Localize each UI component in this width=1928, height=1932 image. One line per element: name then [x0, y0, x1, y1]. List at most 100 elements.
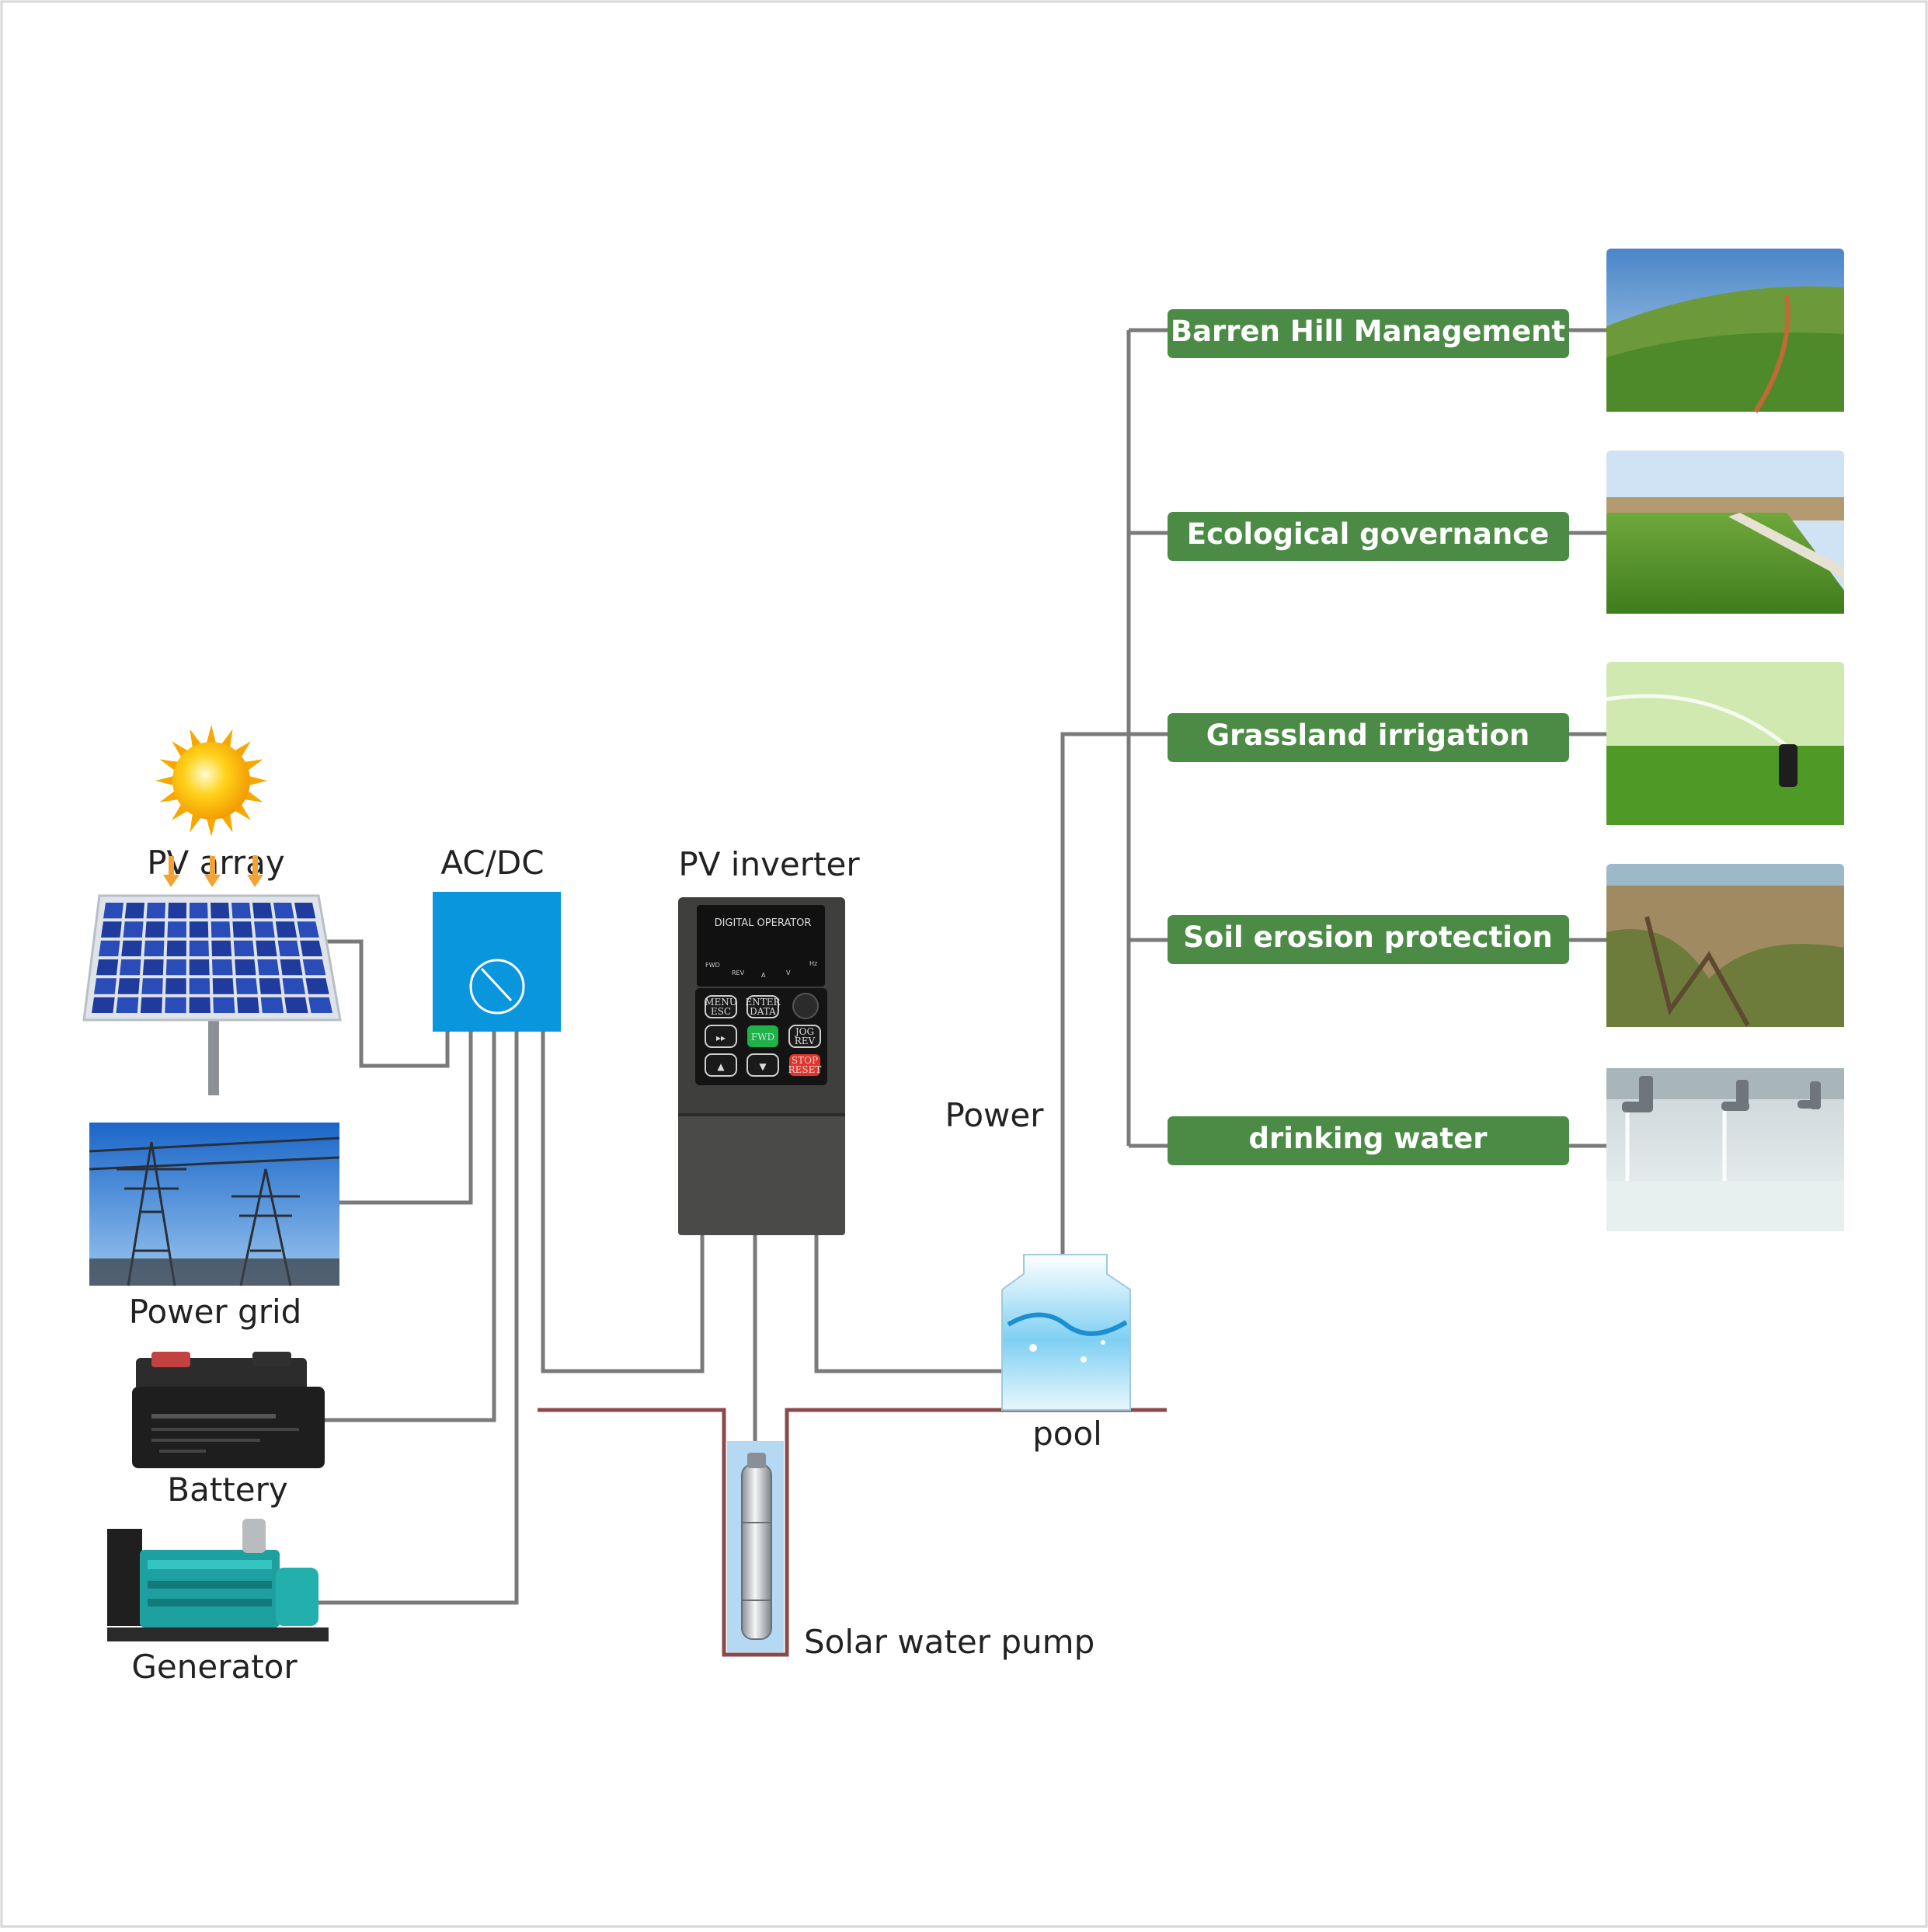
hz-indicator: Hz	[809, 960, 817, 967]
pv-cell	[256, 940, 277, 956]
generator-icon	[107, 1519, 329, 1641]
app-label: Barren Hill Management	[1171, 315, 1565, 348]
sun-ray	[221, 813, 233, 833]
pv-cell	[308, 997, 332, 1013]
pv-cell	[252, 903, 273, 919]
sun-ray	[206, 725, 217, 744]
pv-cell	[168, 903, 186, 919]
inverter-panel-title: DIGITAL OPERATOR	[715, 917, 812, 929]
pv-cell	[103, 903, 124, 919]
pv-cell	[257, 959, 280, 976]
sun-ray	[221, 729, 233, 749]
knob-icon	[792, 993, 819, 1019]
enter-key-label: ENTER	[745, 997, 781, 1008]
ground-and-well	[538, 1408, 1167, 1657]
pv-cell	[259, 978, 282, 994]
pv-cell	[99, 940, 120, 956]
sun-ray	[243, 790, 263, 802]
pv-cell	[213, 997, 235, 1013]
label-generator: Generator	[131, 1648, 298, 1686]
app-label: Grassland irrigation	[1206, 719, 1530, 752]
photo-ecological-governance	[1606, 451, 1844, 614]
pv-cell	[280, 959, 303, 976]
pv-cell	[302, 959, 326, 976]
pv-cell	[235, 959, 256, 976]
photo-drinking-water	[1606, 1068, 1844, 1231]
pv-cell	[305, 978, 329, 994]
shift-key	[705, 1025, 737, 1048]
pv-cell	[189, 997, 211, 1013]
photo-soil-erosion	[1606, 864, 1844, 1027]
up-key	[705, 1053, 737, 1077]
stop-key-label: STOP	[792, 1055, 818, 1066]
esc-key-label: ESC	[711, 1006, 731, 1017]
pv-cell	[275, 921, 298, 938]
a-indicator: A	[761, 972, 766, 979]
sun-ray	[159, 759, 179, 771]
pv-cell	[142, 959, 164, 976]
pv-cell	[189, 903, 208, 919]
pv-cell	[211, 921, 231, 938]
pv-cell	[212, 978, 234, 994]
label-solar-water-pump: Solar water pump	[804, 1623, 1095, 1661]
pv-cell	[116, 997, 139, 1013]
pv-cell	[166, 940, 186, 956]
pv-cell	[141, 978, 163, 994]
pv-cell	[119, 959, 141, 976]
fwd-key-label: FWD	[751, 1032, 774, 1043]
pv-cell	[282, 978, 305, 994]
sun-icon	[155, 725, 267, 837]
label-pool: pool	[1032, 1415, 1102, 1453]
photo-barren-hill	[1606, 249, 1844, 413]
pv-cell	[254, 921, 275, 938]
pv-cell	[92, 997, 115, 1013]
submersible-pump-icon	[741, 1453, 772, 1640]
app-grassland-irrigation: Grassland irrigation	[1168, 713, 1569, 762]
sun-ray	[190, 729, 202, 749]
enter-data-key	[746, 995, 779, 1018]
sun-ray	[243, 759, 263, 771]
water-tank-icon	[1001, 1254, 1131, 1411]
label-pv-inverter: PV inverter	[678, 845, 860, 883]
pv-cell	[284, 997, 308, 1013]
stop-reset-key	[789, 1054, 820, 1076]
solar-panel-icon	[82, 894, 342, 1095]
rev-indicator: REV	[732, 969, 745, 976]
pv-cell	[232, 921, 253, 938]
pv-cell	[189, 940, 209, 956]
fwd-indicator: FWD	[705, 962, 720, 969]
pv-cell	[144, 940, 165, 956]
pv-cell	[165, 959, 186, 976]
pv-cell	[124, 903, 144, 919]
pv-cell	[165, 997, 186, 1013]
pv-cell	[211, 903, 230, 919]
data-key-label: DATA	[750, 1006, 776, 1017]
menu-esc-key	[705, 995, 737, 1018]
label-power: Power	[945, 1096, 1045, 1134]
app-barren-hill: Barren Hill Management	[1168, 309, 1569, 358]
pv-cell	[233, 940, 255, 956]
pv-cell	[212, 959, 233, 976]
sun-ray-arrows-icon	[163, 856, 263, 887]
down-key-label: ▼	[759, 1061, 767, 1072]
pv-cell	[94, 978, 117, 994]
pv-cell	[189, 978, 211, 994]
label-power-grid: Power grid	[129, 1293, 302, 1331]
jog-rev-key	[788, 1025, 821, 1048]
label-acdc: AC/DC	[440, 844, 544, 882]
reset-key-label: RESET	[788, 1064, 822, 1075]
pv-cell	[273, 903, 294, 919]
pv-cell	[237, 997, 259, 1013]
pv-cell	[294, 903, 316, 919]
v-indicator: V	[786, 969, 791, 976]
menu-key-label: MENU	[705, 997, 737, 1008]
sun-ray	[248, 775, 267, 786]
down-key	[746, 1053, 779, 1077]
pv-cell	[277, 940, 300, 956]
pv-cell	[189, 921, 209, 938]
pv-cell	[211, 940, 232, 956]
rev-key-label: REV	[795, 1036, 816, 1046]
pv-cell	[297, 921, 319, 938]
pv-cell	[167, 921, 186, 938]
pv-cell	[300, 940, 322, 956]
